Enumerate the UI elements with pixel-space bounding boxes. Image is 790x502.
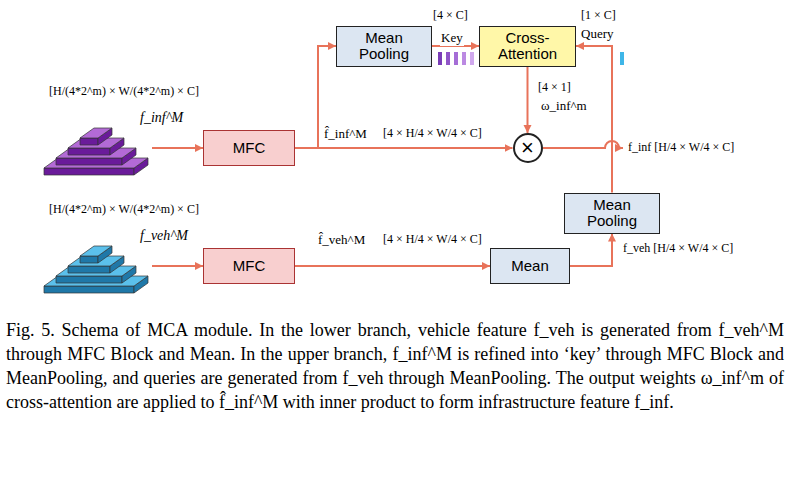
node-text: Cross-Attention bbox=[484, 30, 571, 63]
mean-box: Mean bbox=[490, 248, 570, 284]
flow-arrow bbox=[295, 265, 490, 267]
mfc-box: MFC bbox=[203, 130, 295, 166]
dimension-label: [1 × C] bbox=[580, 8, 617, 23]
mfc-box: MFC bbox=[203, 248, 295, 284]
query-bar bbox=[620, 52, 624, 65]
node-text: Mean Pooling bbox=[341, 30, 427, 63]
node-text: Mean Pooling bbox=[569, 197, 655, 230]
node-text: f_veh^M bbox=[140, 228, 188, 244]
attention-box: Cross-Attention bbox=[479, 26, 576, 67]
dimension-label: [4 × C] bbox=[432, 8, 469, 23]
feature-pyramid: f_veh^M bbox=[40, 228, 152, 304]
dimension-label: [4 × H/4 × W/4 × C] bbox=[382, 126, 483, 141]
edge-label: f̂_inf^M bbox=[323, 126, 368, 142]
feature-pyramid: f_inf^M bbox=[40, 110, 152, 186]
dimension-label: [4 × H/4 × W/4 × C] bbox=[382, 232, 483, 247]
key-bars bbox=[438, 52, 474, 65]
edge-label: f̂_veh^M bbox=[317, 232, 366, 248]
dimension-label: f_inf [H/4 × W/4 × C] bbox=[627, 140, 735, 155]
flow-arrow bbox=[152, 147, 203, 149]
dimension-label: [H/(4*2^m) × W/(4*2^m) × C] bbox=[48, 202, 200, 217]
edge-label: Query bbox=[580, 26, 615, 42]
node-text: f_inf^M bbox=[140, 110, 183, 126]
output-line bbox=[543, 141, 624, 148]
edge-label: Key bbox=[440, 30, 464, 46]
pooling-box: Mean Pooling bbox=[564, 193, 660, 234]
figure-caption: Fig. 5. Schema of MCA module. In the low… bbox=[6, 318, 784, 414]
node-text: MFC bbox=[233, 140, 266, 157]
dimension-label: [H/(4*2^m) × W/(4*2^m) × C] bbox=[48, 84, 200, 99]
flow-arrow bbox=[570, 234, 612, 267]
dimension-label: f_veh [H/4 × W/4 × C] bbox=[622, 241, 734, 256]
node-text: Mean bbox=[511, 258, 549, 275]
edge-label: ω_inf^m bbox=[540, 98, 588, 114]
flow-arrow bbox=[295, 147, 513, 149]
node-text: MFC bbox=[233, 258, 266, 275]
flow-arrow bbox=[576, 46, 612, 193]
pyramid-illustration bbox=[40, 228, 152, 304]
pooling-box: Mean Pooling bbox=[336, 26, 432, 67]
pyramid-illustration bbox=[40, 110, 152, 186]
flow-arrow bbox=[527, 67, 529, 134]
product-circle: × bbox=[513, 133, 543, 163]
dimension-label: [4 × 1] bbox=[537, 80, 572, 95]
node-text: × bbox=[521, 137, 534, 159]
flow-arrow bbox=[152, 265, 203, 267]
